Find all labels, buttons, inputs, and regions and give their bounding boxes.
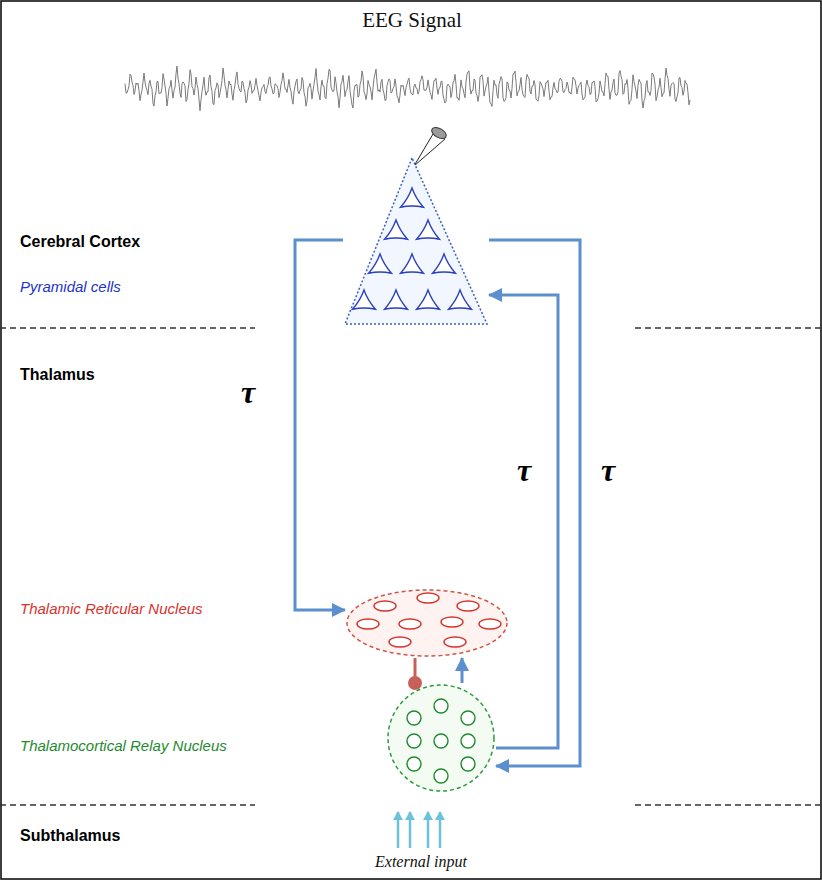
region-label: Cerebral Cortex [20,232,140,251]
connector [489,240,580,766]
node-label: Thalamocortical Relay Nucleus [20,737,227,755]
connector [414,658,417,683]
delay-label: τ [601,451,615,489]
connector [295,240,345,610]
diagram-title: EEG Signal [362,8,462,33]
connector [489,295,558,748]
input-arrows [398,812,440,848]
eeg-waveform [125,66,690,111]
node-label: Pyramidal cells [20,278,121,296]
cortex-node: Pyramidal cells [343,156,489,326]
relay-node: Thalamocortical Relay Nucleus [386,683,496,793]
connector [461,658,464,683]
region-divider [0,328,822,805]
node-shape [343,156,489,326]
delay-label: τ [517,451,531,489]
node-label: Thalamic Reticular Nucleus [20,600,203,618]
delay-label: τ [241,373,255,411]
node-shape [386,683,496,793]
region-label: Thalamus [20,365,95,384]
electrode-probe [414,125,448,166]
reticular-node: Thalamic Reticular Nucleus [345,588,509,658]
region-label: Subthalamus [20,826,120,845]
input-label: External input [375,852,467,871]
node-shape [345,588,509,658]
